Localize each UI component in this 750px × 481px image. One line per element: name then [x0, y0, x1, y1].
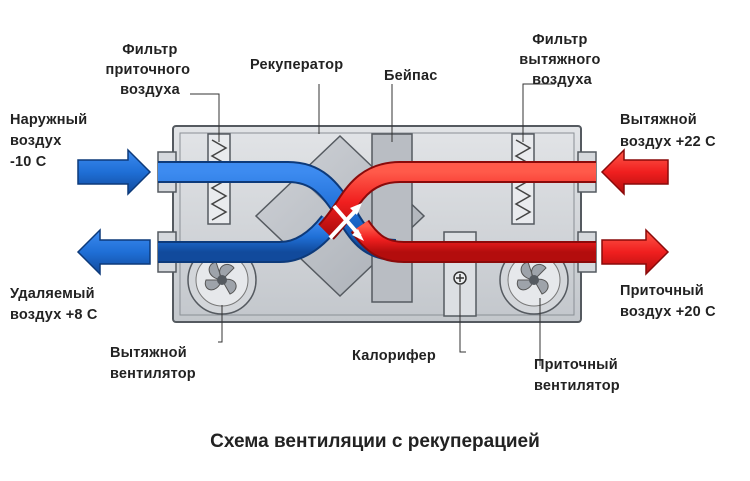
crossing-arrows-icon: [328, 203, 364, 241]
label-bypass: Бейпас: [384, 68, 438, 84]
label-exhaust-fan: Вытяжной вентилятор: [110, 345, 196, 382]
arrow-supply-air-out: [601, 228, 670, 276]
diagram-title: Схема вентиляции с рекуперацией: [210, 431, 540, 452]
arrow-exhaust-air-in: [600, 148, 669, 196]
label-supply-fan: Приточный вентилятор: [534, 357, 622, 394]
bypass-channel: [371, 133, 413, 303]
arrow-outdoor-air-in: [77, 148, 152, 196]
label-exhaust-filter: Фильтр вытяжного воздуха: [519, 32, 605, 88]
label-outdoor-air: Наружный воздух -10 С: [10, 112, 92, 170]
label-heater: Калорифер: [352, 348, 436, 364]
label-recuperator: Рекуператор: [250, 57, 343, 73]
arrow-removed-air-out: [76, 228, 151, 276]
label-removed-air: Удаляемый воздух +8 С: [10, 286, 99, 323]
label-supply-air: Приточный воздух +20 С: [620, 283, 716, 320]
label-supply-filter: Фильтр приточного воздуха: [106, 42, 195, 98]
leader-lines: [190, 83, 555, 366]
label-exhaust-air: Вытяжной воздух +22 С: [620, 112, 716, 150]
